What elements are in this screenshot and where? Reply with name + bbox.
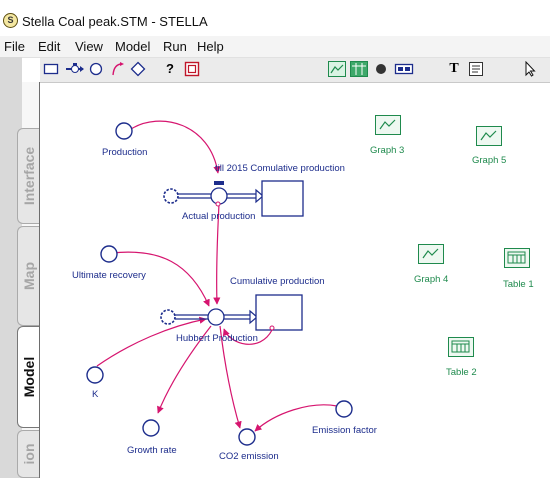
flow-valve-actual — [210, 187, 228, 205]
cloud-source-hubbert — [160, 309, 176, 325]
connector-k-hubbert — [96, 316, 207, 367]
graph-pad-5-icon[interactable] — [476, 126, 502, 146]
graph-pad-3-icon[interactable] — [375, 115, 401, 135]
tab-equation[interactable]: ion — [17, 430, 39, 478]
tab-interface-label: Interface — [20, 146, 37, 206]
table-pad-2-icon[interactable] — [448, 337, 474, 357]
cloud-source-actual — [163, 188, 179, 204]
module-tool[interactable] — [394, 61, 414, 77]
canvas-border — [39, 82, 40, 478]
menu-edit[interactable]: Edit — [38, 39, 61, 54]
text-box-tool[interactable] — [468, 61, 484, 77]
label-production[interactable]: Production — [102, 147, 148, 158]
flow-valve-handle-actual — [214, 181, 224, 185]
tab-map[interactable]: Map — [17, 226, 39, 326]
graph-pad-5-label[interactable]: Graph 5 — [472, 155, 507, 166]
graph-pad-3-label[interactable]: Graph 3 — [370, 145, 405, 156]
tab-equation-label: ion — [20, 443, 37, 465]
table-pad-2-label[interactable]: Table 2 — [446, 367, 477, 378]
label-cumulative-production[interactable]: Cumulative production — [230, 276, 325, 287]
menu-view[interactable]: View — [75, 39, 103, 54]
ghost-tool[interactable] — [373, 61, 389, 77]
text-tool[interactable]: T — [449, 61, 459, 76]
converter-growth — [142, 419, 160, 437]
graph-pad-4-label[interactable]: Graph 4 — [414, 274, 449, 285]
connector-ultimate-hubbert — [111, 251, 210, 307]
model-diagram — [86, 120, 353, 446]
label-growth-rate[interactable]: Growth rate — [127, 445, 177, 456]
stock-till2015 — [261, 180, 304, 217]
pointer-tool[interactable] — [522, 60, 538, 77]
label-till2015-stock[interactable]: till 2015 Comulative production — [215, 163, 345, 174]
converter-co2 — [238, 428, 256, 446]
help-tool[interactable]: ? — [166, 61, 174, 76]
connector-production-actual — [130, 120, 221, 174]
label-ultimate-recovery[interactable]: Ultimate recovery — [72, 270, 146, 281]
tab-interface[interactable]: Interface — [17, 128, 39, 224]
decision-tool[interactable] — [130, 61, 146, 77]
window-title: Stella Coal peak.STM - STELLA — [22, 14, 208, 29]
converter-production — [115, 122, 133, 140]
converter-ultimate — [100, 245, 118, 263]
delete-tool[interactable] — [184, 61, 200, 77]
table-tool[interactable] — [350, 61, 368, 77]
menu-run[interactable]: Run — [163, 39, 187, 54]
converter-tool[interactable] — [88, 61, 104, 77]
tab-map-label: Map — [20, 262, 37, 290]
connector-actual-hubbert — [213, 203, 221, 305]
connector-hubbert-growth — [157, 325, 212, 414]
flow-tool[interactable] — [65, 61, 85, 77]
label-co2-emission[interactable]: CO2 emission — [219, 451, 279, 462]
connector-emission-co2 — [254, 404, 338, 432]
graph-pad-4-icon[interactable] — [418, 244, 444, 264]
converter-emission — [335, 400, 353, 418]
stella-app-icon[interactable]: S — [3, 13, 18, 28]
table-pad-1-label[interactable]: Table 1 — [503, 279, 534, 290]
graph-tool[interactable] — [328, 61, 346, 77]
label-emission-factor[interactable]: Emission factor — [312, 425, 377, 436]
menu-bar: File Edit View Model Run Help — [0, 36, 550, 58]
title-bar: S Stella Coal peak.STM - STELLA — [0, 0, 550, 36]
menu-file[interactable]: File — [4, 39, 25, 54]
tab-model[interactable]: Model — [17, 326, 39, 428]
left-frame — [0, 57, 22, 478]
table-pad-1-icon[interactable] — [504, 248, 530, 268]
tab-model-label: Model — [20, 356, 37, 398]
label-hubbert-production[interactable]: Hubbert Production — [176, 333, 258, 344]
menu-model[interactable]: Model — [115, 39, 151, 54]
converter-k — [86, 366, 104, 384]
connector-cumulative-hubbert — [222, 328, 273, 345]
connector-tool[interactable] — [110, 61, 126, 77]
connector-hubbert-co2 — [219, 325, 242, 429]
stock-tool[interactable] — [43, 61, 59, 77]
model-canvas[interactable]: Production till 2015 Comulative producti… — [40, 83, 550, 478]
menu-help[interactable]: Help — [197, 39, 224, 54]
stock-cumulative — [255, 294, 303, 331]
label-actual-production[interactable]: Actual production — [182, 211, 256, 222]
label-k[interactable]: K — [92, 389, 99, 400]
flow-valve-hubbert — [207, 308, 225, 326]
toolbar: ? T — [40, 58, 550, 83]
